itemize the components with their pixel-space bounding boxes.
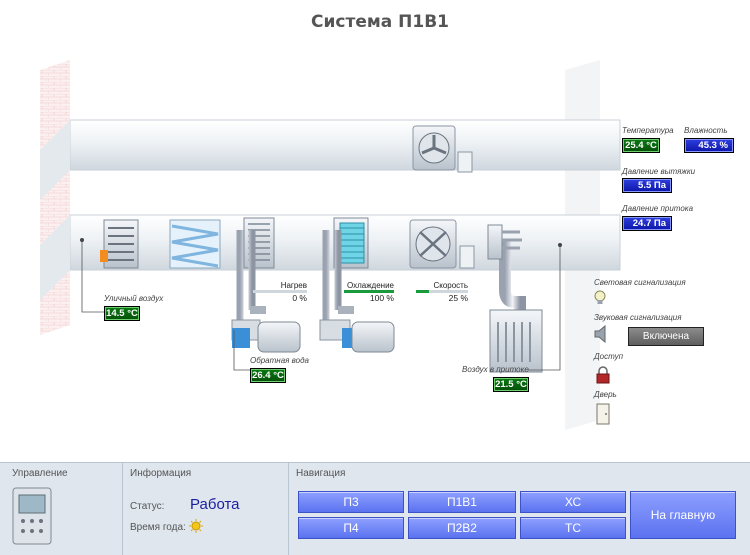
status-label: Статус:	[130, 501, 165, 512]
supply-air-label: Воздух в притоке	[462, 365, 529, 374]
cooling-bar	[344, 290, 394, 293]
info-header: Информация	[130, 468, 192, 479]
lightbulb-icon[interactable]	[594, 290, 606, 306]
nav-button-ts[interactable]: ТС	[520, 517, 626, 539]
return-water-label: Обратная вода	[250, 356, 309, 365]
controller-device-icon[interactable]	[12, 487, 54, 547]
nav-button-p1v1[interactable]: П1В1	[408, 491, 516, 513]
lock-icon[interactable]	[596, 366, 610, 384]
air-damper	[100, 219, 139, 269]
heater-pump-unit	[231, 230, 301, 353]
supply-diffuser	[487, 224, 543, 373]
cooling-meter: Охлаждение 100 %	[344, 281, 394, 303]
home-button[interactable]: На главную	[630, 491, 736, 539]
heating-meter: Нагрев 0 %	[253, 281, 307, 303]
cooler-pump-unit	[319, 230, 395, 353]
supply-fan	[409, 219, 475, 269]
temperature-label: Температура	[622, 126, 674, 135]
nav-header: Навигация	[296, 468, 346, 479]
outdoor-air-value: 14.5 °C	[104, 306, 140, 321]
supply-pressure-label: Давление притока	[622, 204, 694, 213]
air-filter	[169, 219, 221, 269]
sound-enabled-button[interactable]: Включена	[628, 327, 704, 346]
speed-meter: Скорость 25 %	[416, 281, 468, 303]
supply-air-value: 21.5 °C	[493, 377, 529, 392]
sound-signal-label: Звуковая сигнализация	[594, 313, 682, 322]
exhaust-fan	[412, 125, 473, 173]
nav-button-p4[interactable]: П4	[298, 517, 404, 539]
door-icon[interactable]	[596, 403, 610, 425]
bottom-panel: Управление Информация Статус: Работа Вре…	[0, 462, 750, 555]
control-header: Управление	[12, 468, 68, 479]
sun-icon	[189, 519, 203, 533]
temperature-value: 25.4 °C	[622, 138, 660, 153]
nav-button-p2v2[interactable]: П2В2	[408, 517, 516, 539]
door-label: Дверь	[594, 390, 617, 399]
nav-button-p3[interactable]: П3	[298, 491, 404, 513]
page-title: Система П1В1	[311, 12, 449, 32]
heating-bar	[253, 290, 307, 293]
exhaust-duct	[69, 119, 621, 171]
status-value: Работа	[190, 496, 240, 513]
exhaust-pressure-label: Давление вытяжки	[622, 167, 696, 176]
ventilation-schematic	[40, 60, 621, 430]
speed-bar	[416, 290, 468, 293]
light-signal-label: Световая сигнализация	[594, 278, 686, 287]
humidity-label: Влажность	[684, 126, 728, 135]
outdoor-air-label: Уличный воздух	[104, 294, 164, 303]
access-label: Доступ	[594, 352, 623, 361]
supply-pressure-value: 24.7 Па	[622, 216, 672, 231]
humidity-value: 45.3 %	[684, 138, 734, 153]
return-water-value: 26.4 °C	[250, 368, 286, 383]
nav-button-hs[interactable]: ХС	[520, 491, 626, 513]
season-label: Время года:	[130, 522, 186, 533]
exhaust-pressure-value: 5.5 Па	[622, 178, 672, 193]
speaker-icon	[594, 325, 606, 343]
